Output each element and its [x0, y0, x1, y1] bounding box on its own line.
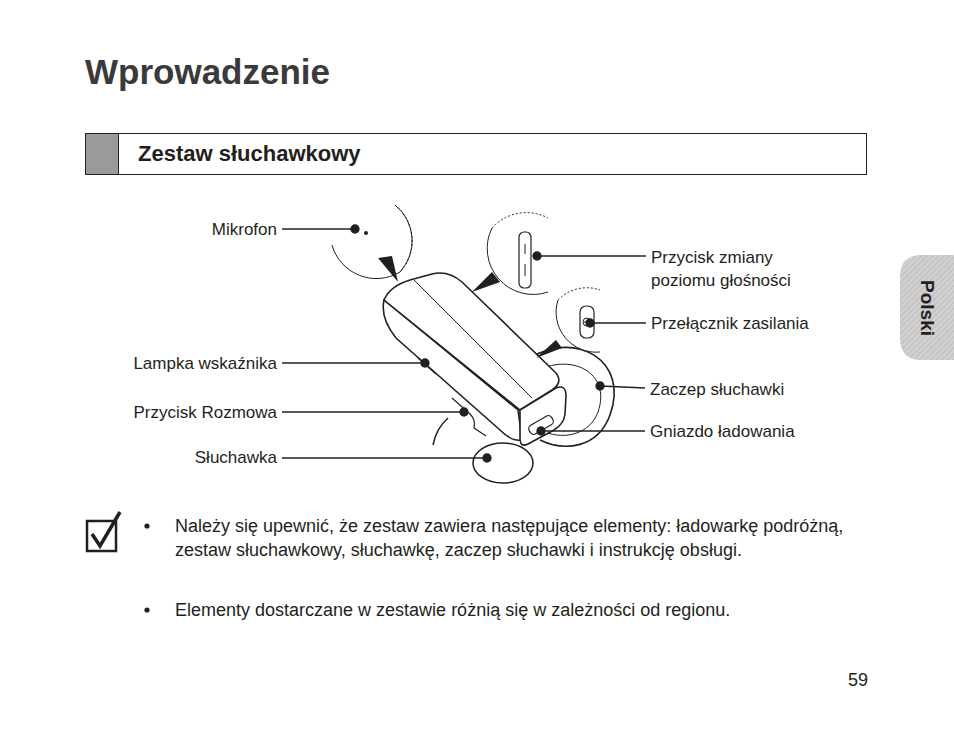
part-label: Zaczep słuchawki [650, 378, 784, 401]
part-label: Słuchawka [195, 446, 277, 469]
part-label: Mikrofon [212, 218, 277, 241]
language-tab: Polski [900, 255, 954, 360]
note-icon [87, 512, 120, 551]
language-tab [900, 255, 954, 360]
part-label: Przełącznik zasilania [651, 312, 809, 335]
part-label: Przycisk zmiany poziomu głośności [651, 246, 826, 292]
section-band: Zestaw słuchawkowy [85, 133, 867, 175]
earpiece [473, 443, 533, 483]
bullet [144, 607, 149, 612]
note-text: Należy się upewnić, że zestaw zawiera na… [175, 514, 870, 562]
indicator-lamp [418, 358, 436, 374]
page-title: Wprowadzenie [85, 52, 330, 92]
section-heading: Zestaw słuchawkowy [138, 141, 361, 167]
page-number: 59 [848, 668, 868, 692]
talk-button [452, 398, 486, 436]
part-label: Gniazdo ładowania [650, 420, 795, 443]
tab-label: Polski [916, 280, 938, 336]
charging-socket [527, 414, 555, 436]
part-label: Przycisk Rozmowa [133, 401, 277, 424]
bullet [144, 523, 149, 528]
note-text: Elementy dostarczane w zestawie różnią s… [175, 598, 870, 622]
band-square [86, 134, 119, 174]
headset-body-end [520, 387, 566, 445]
volume-button [519, 232, 531, 288]
leader-lines [282, 225, 646, 462]
part-label: Lampka wskaźnika [133, 352, 277, 375]
power-switch [580, 306, 594, 338]
